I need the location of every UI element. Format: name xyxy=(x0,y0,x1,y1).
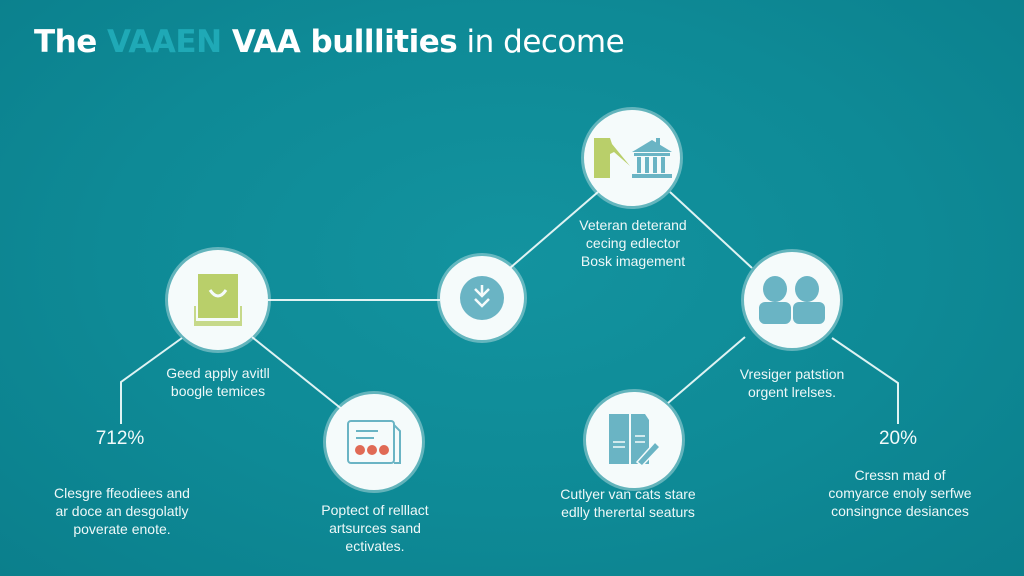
label-line: cecing edlector xyxy=(585,235,681,251)
connector-right-stat xyxy=(831,337,899,424)
node-bottom-left[interactable] xyxy=(326,394,422,490)
page-title: The VAAEN VAA bulllities in decome xyxy=(34,24,625,60)
label-line: Cutlyer van cats stare xyxy=(560,486,696,502)
node-bottom-right[interactable] xyxy=(586,392,682,488)
node-bottom-left-label: Poptect of relllact artsurces sand ectiv… xyxy=(321,501,428,555)
connector-top-right xyxy=(669,191,753,269)
node-bottom-right-label: Cutlyer van cats stare edlly therertal s… xyxy=(560,485,695,521)
connector-right-bottomright xyxy=(667,336,746,404)
bank-building-icon xyxy=(594,138,672,178)
notebook-pen-icon xyxy=(609,414,661,468)
label-line: ectivates. xyxy=(345,538,405,554)
connector-left-stat xyxy=(120,337,183,424)
node-left-label: Geed apply avitll boogle temices xyxy=(166,364,270,400)
title-part: The xyxy=(34,24,108,60)
connector-center-top xyxy=(509,191,599,269)
label-line: artsurces sand xyxy=(329,520,421,536)
label-line: Veteran deterand xyxy=(579,217,687,233)
label-line: Geed apply avitll xyxy=(166,365,270,381)
users-icon xyxy=(759,276,825,324)
node-right-label: Vresiger patstion orgent lrelses. xyxy=(740,365,845,401)
stat-right-value: 20% xyxy=(878,428,918,449)
label-line: Vresiger patstion xyxy=(739,366,845,382)
stat-left-value: 712% xyxy=(95,428,145,449)
label-line: edlly therertal seaturs xyxy=(561,504,695,520)
node-center[interactable] xyxy=(440,256,524,340)
node-right[interactable] xyxy=(744,252,840,348)
label-line: Poptect of relllact xyxy=(321,502,429,518)
shopping-bag-icon xyxy=(194,274,242,326)
stat-right-desc: Cressn mad of comyarce enoly serfwe cons… xyxy=(828,466,971,520)
connector-left-bottomleft xyxy=(251,336,344,411)
node-left[interactable] xyxy=(168,250,268,350)
node-top-label: Veteran deterand cecing edlector Bosk im… xyxy=(579,216,686,270)
desc-line: Clesgre ffeodiees and xyxy=(54,485,190,501)
title-part: VAA bulllities xyxy=(221,24,458,60)
label-line: orgent lrelses. xyxy=(748,384,836,400)
desc-line: comyarce enoly serfwe xyxy=(828,485,972,501)
double-chevron-down-icon xyxy=(460,276,504,320)
document-icon xyxy=(347,420,401,464)
title-highlight: VAAEN xyxy=(107,24,222,60)
desc-line: consingnce desiances xyxy=(831,503,969,519)
node-top[interactable] xyxy=(584,110,680,206)
desc-line: Cressn mad of xyxy=(854,467,946,483)
label-line: Bosk imagement xyxy=(580,253,686,269)
stat-left-desc: Clesgre ffeodiees and ar doce an desgola… xyxy=(54,484,190,538)
desc-line: ar doce an desgolatly xyxy=(55,503,189,519)
label-line: boogle temices xyxy=(170,383,266,399)
title-part: in decome xyxy=(457,24,625,60)
desc-line: poverate enote. xyxy=(73,521,171,537)
